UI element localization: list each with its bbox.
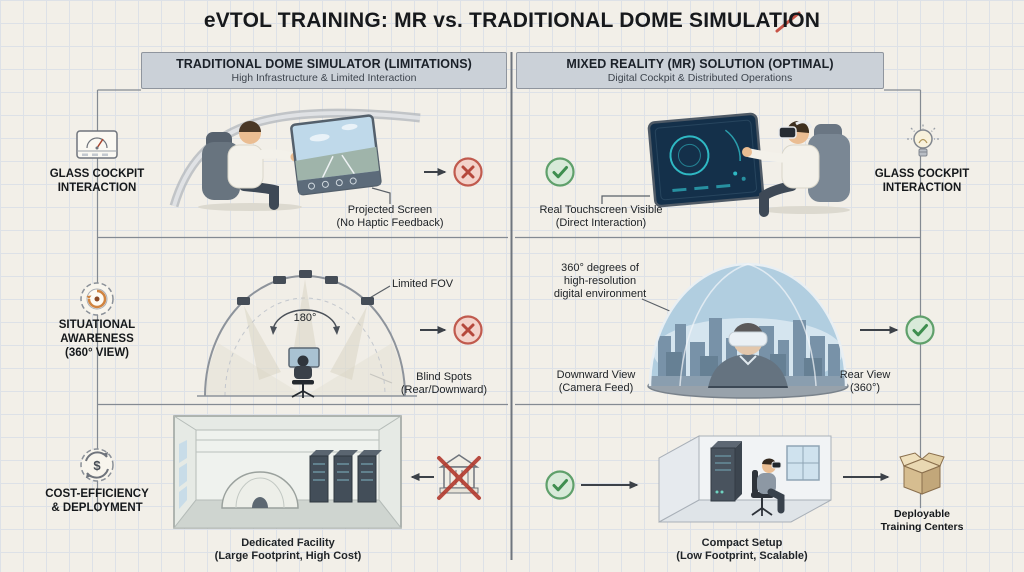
label-deployable-centers: Deployable Training Centers	[880, 508, 964, 533]
structure-lines	[96, 52, 922, 560]
caption-360-environment: 360° degrees of high-resolution digital …	[553, 262, 647, 300]
dollar-glyph: $	[93, 458, 101, 473]
header-mr-subtitle: Digital Cockpit & Distributed Operations	[607, 72, 793, 84]
label-glass-cockpit-left: GLASS COCKPIT INTERACTION	[49, 168, 145, 195]
dome-360-illustration	[647, 262, 849, 399]
vr-headset	[778, 126, 797, 139]
leader-real-touchscreen	[601, 195, 650, 204]
leader-limited-fov	[367, 285, 391, 300]
lightbulb-icon	[907, 124, 939, 157]
room-window	[786, 445, 820, 481]
header-mr-title: MIXED REALITY (MR) SOLUTION (OPTIMAL)	[566, 57, 834, 71]
pilot-figure	[227, 121, 300, 210]
caption-compact-setup: Compact Setup (Low Footprint, Scalable)	[676, 537, 808, 562]
label-cost-efficiency: COST-EFFICIENCY & DEPLOYMENT	[45, 488, 149, 515]
crossed-building-icon	[437, 454, 481, 500]
glass-dome	[648, 262, 848, 387]
caption-projected-screen: Projected Screen (No Haptic Feedback)	[336, 204, 444, 229]
facility-windows	[179, 440, 187, 509]
dome-pilot-illustration	[169, 108, 421, 211]
trainee-chair	[751, 458, 785, 516]
projected-screen	[290, 114, 382, 196]
server-racks	[309, 450, 382, 503]
mr-pilot-illustration	[647, 112, 850, 217]
caption-dedicated-facility: Dedicated Facility (Large Footprint, Hig…	[214, 537, 362, 562]
caption-downward-view: Downward View (Camera Feed)	[556, 369, 636, 394]
situational-awareness-icon	[80, 282, 114, 316]
header-traditional-subtitle: High Infrastructure & Limited Interactio…	[231, 72, 417, 84]
room-left-wall	[658, 435, 700, 523]
caption-limited-fov: Limited FOV	[392, 278, 454, 290]
facility-illustration	[172, 415, 403, 529]
header-traditional: TRADITIONAL DOME SIMULATOR (LIMITATIONS)…	[141, 52, 507, 89]
page-title: eVTOL TRAINING: MR vs. TRADITIONAL DOME …	[203, 9, 821, 32]
header-mr: MIXED REALITY (MR) SOLUTION (OPTIMAL) Di…	[516, 52, 884, 89]
check-icon-row3	[545, 470, 575, 500]
mr-pilot-figure	[742, 120, 820, 217]
title-red-stroke	[775, 11, 801, 33]
header-traditional-title: TRADITIONAL DOME SIMULATOR (LIMITATIONS)	[176, 57, 472, 71]
label-glass-cockpit-right: GLASS COCKPIT INTERACTION	[874, 168, 970, 195]
check-icon-row1	[545, 157, 575, 187]
digital-cockpit-screen	[647, 112, 765, 208]
vr-headset	[728, 331, 768, 347]
caption-blind-spots: Blind Spots (Rear/Downward)	[400, 371, 488, 396]
cross-icon-row1	[453, 157, 483, 187]
projection-beams	[244, 279, 367, 380]
mr-pilot-seat	[808, 124, 850, 202]
dome-180-illustration	[197, 270, 417, 398]
deployable-box-icon	[899, 452, 945, 495]
cross-icon-row2	[453, 315, 483, 345]
label-180-degrees: 180°	[293, 312, 317, 324]
leader-projected-screen	[371, 187, 391, 204]
leader-high-res	[641, 298, 673, 313]
caption-rear-view: Rear View (360°)	[839, 369, 891, 394]
cost-efficiency-icon: $	[80, 448, 114, 482]
vr-headset	[771, 461, 782, 469]
projectors	[237, 270, 374, 305]
label-situational-awareness: SITUATIONAL AWARENESS (360° VIEW)	[58, 319, 136, 360]
pilot-station	[288, 347, 320, 398]
trainee-figure	[708, 323, 788, 388]
fov-arc-180	[272, 309, 338, 333]
caption-real-touchscreen: Real Touchscreen Visible (Direct Interac…	[539, 204, 663, 229]
arrows	[410, 168, 899, 489]
cockpit-display-icon	[76, 130, 118, 159]
training-dome	[221, 471, 299, 509]
server-cabinet	[710, 441, 742, 502]
compact-setup-illustration	[658, 435, 832, 523]
check-icon-row2	[905, 315, 935, 345]
